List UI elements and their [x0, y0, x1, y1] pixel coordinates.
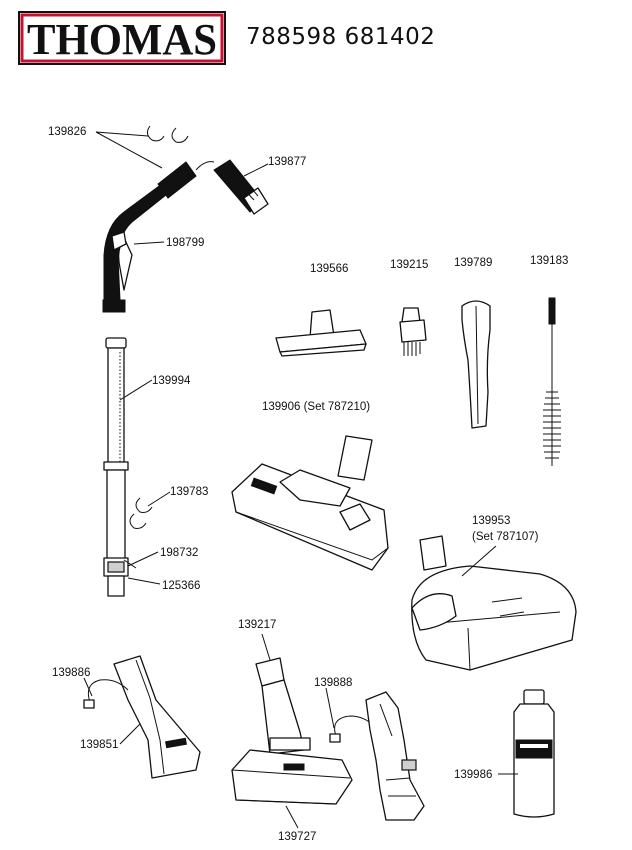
label-198799: 198799 [166, 237, 204, 249]
clips-139826 [146, 125, 189, 143]
label-139906: 139906 (Set 787210) [262, 401, 370, 413]
hose-cuff-139877 [213, 159, 269, 215]
label-139953-set: (Set 787107) [472, 531, 539, 543]
upholstery-nozzle-139566 [275, 309, 367, 357]
label-139953: 139953 [472, 515, 510, 527]
wet-nozzle-139217 [231, 657, 353, 805]
label-139217: 139217 [238, 619, 276, 631]
label-139986: 139986 [454, 769, 492, 781]
label-139727: 139727 [278, 831, 316, 843]
label-139888: 139888 [314, 677, 352, 689]
label-139789: 139789 [454, 257, 492, 269]
label-139183: 139183 [530, 255, 568, 267]
hose-139886 [83, 679, 129, 709]
spray-attachment-139888 [329, 691, 425, 821]
label-139886: 139886 [52, 667, 90, 679]
dusting-brush-139215 [399, 307, 427, 356]
label-198732: 198732 [160, 547, 198, 559]
clips-139783 [129, 497, 153, 529]
cleaning-brush-139183 [543, 297, 561, 466]
thomas-logo: THOMAS [18, 11, 226, 65]
label-125366: 125366 [162, 580, 200, 592]
hose-handle [102, 161, 215, 313]
label-139851: 139851 [80, 739, 118, 751]
upholstery-tool-139851 [113, 655, 201, 779]
label-139877: 139877 [268, 156, 306, 168]
turbo-brush-139953 [411, 535, 577, 671]
logo-text: THOMAS [27, 15, 217, 64]
label-139783: 139783 [170, 486, 208, 498]
label-139826: 139826 [48, 126, 86, 138]
label-139215: 139215 [390, 259, 428, 271]
label-139994: 139994 [152, 375, 191, 387]
leader-lines [83, 131, 518, 829]
model-numbers: 788598 681402 [246, 24, 436, 50]
telescopic-tube [103, 337, 137, 597]
cleaning-fluid-bottle-139986 [513, 689, 555, 818]
label-139566: 139566 [310, 263, 348, 275]
crevice-tool-139789 [461, 300, 491, 429]
part-labels: 139826 139877 198799 139566 139215 13978… [48, 126, 568, 843]
floor-nozzle-139906 [231, 435, 389, 571]
